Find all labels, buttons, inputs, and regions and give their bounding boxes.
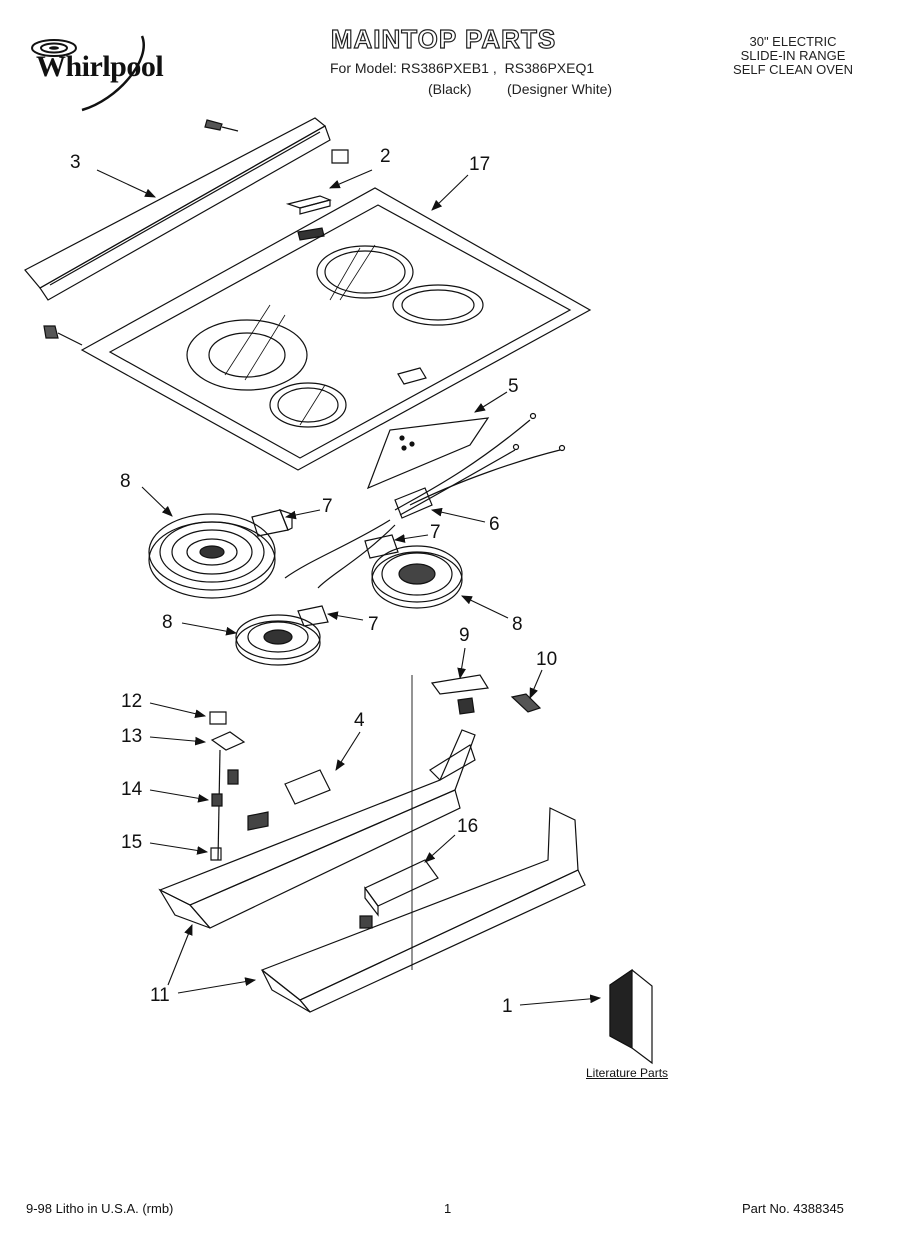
model-separator: ,: [492, 60, 497, 76]
model-1-color: (Black): [428, 81, 472, 97]
callout-number: 3: [70, 152, 81, 173]
callout-number: 7: [430, 522, 441, 543]
product-description-line: SLIDE-IN RANGE: [740, 48, 846, 63]
brand-wordmark: Whirlpool: [36, 50, 164, 83]
callout-number: 11: [150, 985, 170, 1006]
part-number: Part No. 4388345: [742, 1201, 844, 1216]
support-channel-lower: [262, 675, 585, 1012]
callout-arrows: [97, 170, 602, 1005]
literature-booklet: [610, 970, 652, 1063]
callout-number: 8: [162, 612, 173, 633]
callout-number: 13: [121, 726, 142, 747]
sensor-assembly: [210, 712, 244, 860]
callout-number: 6: [489, 514, 500, 535]
model-2: RS386PXEQ1: [504, 60, 595, 76]
callout-number: 15: [121, 832, 142, 853]
print-info: 9-98 Litho in U.S.A. (rmb): [26, 1201, 174, 1216]
callout-number: 5: [508, 376, 519, 397]
terminal-block: [248, 770, 330, 830]
mounting-plate: [368, 418, 488, 488]
model-1: RS386PXEB1: [400, 60, 489, 76]
literature-parts-label: Literature Parts: [586, 1066, 669, 1080]
rear-trim-bar: [25, 118, 348, 300]
insulator-block: [360, 860, 438, 928]
callout-number: 12: [121, 691, 142, 712]
callout-number: 8: [120, 471, 131, 492]
callout-number: 7: [368, 614, 379, 635]
callout-number: 17: [469, 154, 490, 175]
model-line: For Model:RS386PXEB1, RS386PXEQ1: [330, 60, 598, 76]
whirlpool-logo: [31, 35, 145, 112]
glass-cooktop: [44, 188, 590, 470]
wiring-harness: [285, 414, 565, 589]
medium-heating-element: [372, 546, 462, 608]
bracket-part: [288, 196, 330, 240]
limiter-switch: [252, 510, 292, 536]
callout-number: 8: [512, 614, 523, 635]
callout-number: 16: [457, 816, 478, 837]
limiter-switch: [365, 535, 398, 558]
callout-number: 7: [322, 496, 333, 517]
support-channel-upper: [160, 730, 475, 928]
large-heating-element: [149, 514, 275, 598]
page-title: MAINTOP PARTS: [330, 23, 557, 54]
product-description-line: SELF CLEAN OVEN: [733, 62, 853, 77]
small-heating-element: [236, 615, 320, 665]
side-bracket: [432, 675, 540, 714]
product-description-line: 30" ELECTRIC: [749, 34, 837, 49]
limiter-switch: [298, 606, 328, 626]
model-prefix: For Model:: [330, 60, 397, 76]
page-number: 1: [444, 1201, 452, 1216]
callout-number: 4: [354, 710, 365, 731]
model-2-color: (Designer White): [507, 81, 613, 97]
callout-number: 9: [459, 625, 470, 646]
callout-number: 2: [380, 146, 391, 167]
callout-number: 1: [502, 996, 513, 1017]
callout-number: 10: [536, 649, 557, 670]
callout-number: 14: [121, 779, 143, 800]
